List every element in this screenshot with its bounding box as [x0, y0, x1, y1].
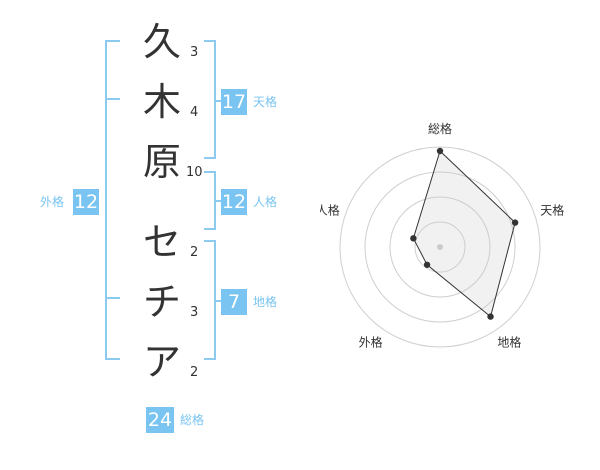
radar-ring-4	[339, 146, 541, 348]
radar-ring-1	[414, 221, 466, 273]
soukaku-label: 総格	[180, 413, 205, 427]
name-char-3: 原	[142, 140, 181, 184]
radar-center-dot	[437, 244, 443, 250]
jinkaku-value: 12	[221, 189, 247, 215]
radar-ring-3	[364, 171, 516, 323]
radar-point-3	[487, 313, 494, 320]
radar-axis-label-4: 外格	[359, 334, 383, 349]
radar-axis-label-3: 地格	[497, 334, 521, 349]
name-char-2: 木	[142, 80, 181, 124]
soukaku-value: 24	[146, 407, 174, 433]
chikaku-bracket	[204, 240, 222, 360]
name-char-6: ア	[142, 340, 181, 384]
name-char-5: チ	[142, 280, 181, 324]
radar-polygon	[412, 150, 516, 318]
name-char-1: 久	[142, 20, 181, 64]
stroke-count-2: 4	[190, 105, 199, 120]
gaikaku-bracket	[105, 40, 120, 360]
radar-point-2	[511, 219, 519, 226]
tenkaku-bracket	[204, 40, 222, 159]
gaikaku-value: 12	[73, 189, 99, 215]
radar-axis-label-2: 天格	[540, 203, 564, 218]
radar-axis-label-1: 総格	[428, 121, 452, 136]
stroke-count-5: 3	[190, 305, 199, 320]
jinkaku-label: 人格	[253, 195, 278, 209]
radar-point-5	[410, 235, 417, 242]
jinkaku-bracket	[204, 171, 222, 230]
tenkaku-value: 17	[221, 89, 247, 115]
radar-point-4	[423, 261, 431, 268]
gaikaku-label: 外格	[40, 195, 65, 209]
stroke-count-3: 10	[186, 165, 203, 180]
tenkaku-label: 天格	[253, 95, 278, 109]
chikaku-label: 地格	[253, 295, 278, 309]
stroke-count-6: 2	[190, 365, 199, 380]
radar-axis-label-5: 人格	[320, 203, 340, 218]
chikaku-value: 7	[221, 289, 247, 315]
name-char-4: セ	[142, 220, 181, 264]
radar-point-1	[436, 147, 444, 155]
stroke-count-1: 3	[190, 45, 199, 60]
stroke-count-4: 2	[190, 245, 199, 260]
radar-ring-2	[389, 196, 491, 298]
